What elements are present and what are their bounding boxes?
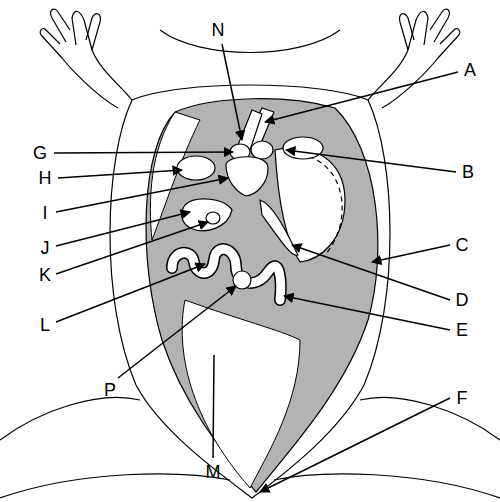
jaw-line bbox=[160, 30, 340, 53]
gall-bladder bbox=[206, 212, 220, 224]
callout-letter: K bbox=[39, 266, 51, 284]
callout-letter: C bbox=[456, 236, 469, 254]
callout-letter: N bbox=[212, 21, 225, 39]
atrium bbox=[251, 141, 273, 159]
left-leg bbox=[0, 474, 230, 498]
lung bbox=[283, 137, 323, 159]
leader-line bbox=[56, 178, 228, 212]
leader-line bbox=[118, 286, 236, 378]
leader-line bbox=[260, 398, 450, 492]
ventricle bbox=[226, 157, 268, 196]
right-arm bbox=[368, 9, 460, 108]
callout-letter: L bbox=[40, 316, 50, 334]
stomach-outline bbox=[300, 155, 342, 255]
right-leg bbox=[274, 474, 500, 498]
callout-letter: D bbox=[456, 291, 469, 309]
leader-line bbox=[213, 355, 214, 458]
organs bbox=[177, 108, 345, 262]
callout-letter: G bbox=[33, 144, 47, 162]
right-thigh bbox=[360, 397, 500, 440]
left-thigh bbox=[0, 397, 140, 440]
leader-line bbox=[284, 296, 450, 330]
callout-letter: H bbox=[39, 169, 52, 187]
leader-line bbox=[265, 72, 458, 122]
liver-lobe bbox=[182, 199, 232, 231]
callout-letter: A bbox=[464, 61, 476, 79]
callout-letter: E bbox=[456, 321, 468, 339]
left-finger bbox=[86, 14, 100, 50]
body-outline bbox=[110, 85, 390, 498]
leader-line bbox=[286, 150, 456, 172]
left-arm bbox=[40, 9, 132, 108]
frog-outline bbox=[0, 9, 500, 498]
leader-lines bbox=[54, 44, 458, 492]
leader-line bbox=[292, 245, 450, 300]
leader-line bbox=[58, 170, 182, 178]
callout-letter: J bbox=[41, 239, 50, 257]
leader-line bbox=[222, 44, 242, 140]
right-finger bbox=[400, 14, 414, 50]
intestine bbox=[172, 249, 281, 300]
pancreas bbox=[260, 200, 298, 255]
leader-line bbox=[56, 212, 190, 246]
callout-letter: B bbox=[462, 163, 474, 181]
callout-letter: F bbox=[457, 389, 468, 407]
leader-line bbox=[372, 245, 450, 262]
lung bbox=[177, 156, 215, 180]
callout-letter: I bbox=[42, 204, 47, 222]
callout-letter: M bbox=[206, 463, 221, 481]
leader-line bbox=[56, 222, 208, 274]
fat-body bbox=[182, 300, 300, 488]
callout-letter: P bbox=[104, 381, 116, 399]
leader-line bbox=[56, 264, 205, 322]
leader-line bbox=[54, 152, 233, 153]
